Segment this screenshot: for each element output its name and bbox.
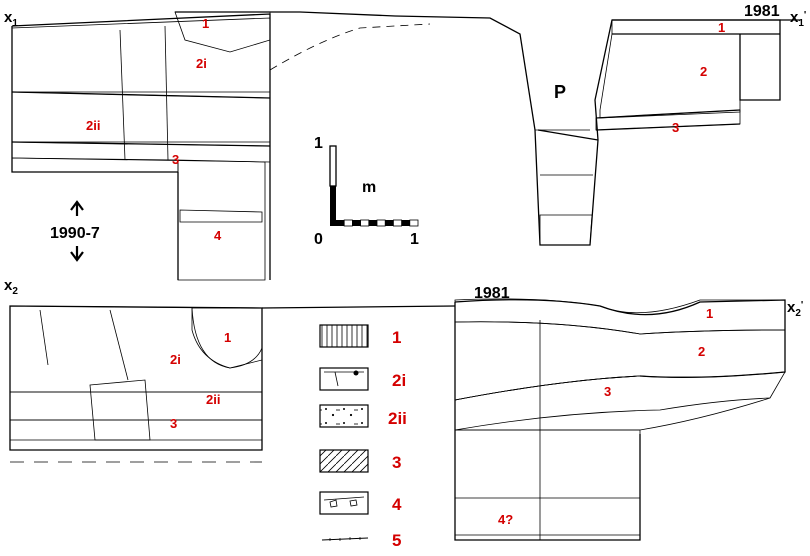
layer-label: 2ii bbox=[206, 392, 220, 407]
layer-label: 3 bbox=[672, 120, 679, 135]
legend-label-2i: 2i bbox=[392, 371, 406, 390]
ground-profile-top bbox=[175, 11, 800, 246]
x2-left-label: x2 bbox=[4, 277, 18, 297]
legend-swatch-5 bbox=[321, 537, 369, 541]
legend-swatch-2ii bbox=[319, 404, 369, 428]
layer-label: 2 bbox=[700, 64, 707, 79]
layer-label: 2ii bbox=[86, 118, 100, 133]
section-top-right bbox=[595, 19, 781, 131]
year-top-right: 1981 bbox=[744, 3, 780, 20]
legend-label-2ii: 2ii bbox=[388, 409, 407, 428]
layer-label: 2i bbox=[196, 56, 207, 71]
arrow-down-icon bbox=[70, 246, 84, 262]
legend-label-1: 1 bbox=[392, 328, 401, 347]
layer-label: 2 bbox=[698, 344, 705, 359]
x1-right-label: x1' bbox=[790, 9, 806, 29]
legend bbox=[319, 324, 369, 541]
x1-left-label: x1 bbox=[4, 9, 18, 29]
layer-label: 3 bbox=[172, 152, 179, 167]
layer-label: 3 bbox=[170, 416, 177, 431]
legend-label-4: 4 bbox=[392, 495, 402, 514]
layer-label: 3 bbox=[604, 384, 611, 399]
year-left-middle: 1990-7 bbox=[50, 225, 100, 242]
layer-label: 4? bbox=[498, 512, 513, 527]
scale-bottom-label: 0 bbox=[314, 231, 323, 248]
layer-label: 1 bbox=[706, 306, 713, 321]
legend-label-5: 5 bbox=[392, 531, 401, 550]
labels: x1 x1' x2 x2' 1981 1981 1990-7 P 1 0 1 m… bbox=[4, 3, 806, 550]
section-bottom-right bbox=[454, 298, 786, 541]
legend-swatch-1 bbox=[319, 324, 369, 348]
legend-swatch-4 bbox=[319, 491, 369, 515]
layer-label: 1 bbox=[718, 20, 725, 35]
layer-label: 1 bbox=[202, 16, 209, 31]
section-bottom-left bbox=[9, 305, 456, 463]
x2-right-label: x2' bbox=[787, 299, 803, 319]
section-top-left bbox=[11, 11, 271, 281]
layer-label: 4 bbox=[214, 228, 222, 243]
scale-top-label: 1 bbox=[314, 135, 323, 152]
legend-label-3: 3 bbox=[392, 453, 401, 472]
layer-label: 2i bbox=[170, 352, 181, 367]
pit-label: P bbox=[554, 82, 566, 102]
scale-bar bbox=[329, 145, 419, 227]
layer-label: 1 bbox=[224, 330, 231, 345]
legend-swatch-3 bbox=[319, 449, 369, 473]
legend-swatch-2i bbox=[319, 367, 369, 391]
year-bottom-center: 1981 bbox=[474, 285, 510, 302]
scale-right-label: 1 bbox=[410, 231, 419, 248]
scale-unit-label: m bbox=[362, 179, 376, 196]
arrow-up-icon bbox=[70, 200, 84, 216]
